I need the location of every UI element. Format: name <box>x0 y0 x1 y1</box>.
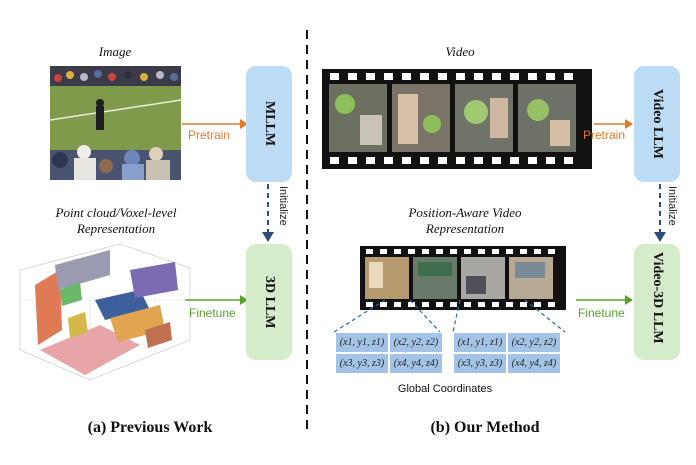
coord-cell: (x4, y4, z4) <box>390 354 442 373</box>
position-aware-film-strip <box>360 246 566 310</box>
video-3d-llm-label: Video-3D LLM <box>650 252 665 344</box>
coord-cell: (x4, y4, z4) <box>508 354 560 373</box>
video-llm-box: Video LLM <box>634 66 680 182</box>
right-finetune-label: Finetune <box>578 306 625 320</box>
video-title: Video <box>445 44 475 59</box>
llm-3d-label: 3D LLM <box>262 275 277 329</box>
pointcloud-title-line1: Point cloud/Voxel-level <box>55 205 177 220</box>
mllm-label: MLLM <box>262 101 277 147</box>
coord-cell: (x3, y3, z3) <box>336 354 388 373</box>
coord-cell: (x2, y2, z2) <box>508 333 560 352</box>
left-caption: (a) Previous Work <box>87 419 213 436</box>
left-finetune-label: Finetune <box>189 306 236 320</box>
right-caption: (b) Our Method <box>430 419 540 436</box>
pointcloud-title: Point cloud/Voxel-level Representation <box>28 205 204 237</box>
mllm-box: MLLM <box>246 66 292 182</box>
left-initialize-label: Initialize <box>277 186 289 226</box>
pointcloud-title-line2: Representation <box>76 221 156 236</box>
video-3d-llm-box: Video-3D LLM <box>634 244 680 360</box>
coord-cell: (x1, y1, z1) <box>336 333 388 352</box>
image-title: Image <box>98 44 132 59</box>
position-aware-title: Position-Aware Video Representation <box>380 205 550 237</box>
right-initialize-label: Initialize <box>666 186 678 226</box>
soccer-photo <box>49 66 182 180</box>
global-coordinates-label: Global Coordinates <box>397 383 493 395</box>
point-cloud-scene <box>19 243 191 381</box>
coord-cell: (x3, y3, z3) <box>454 354 506 373</box>
position-aware-title-line2: Representation <box>425 221 505 236</box>
coord-cell: (x1, y1, z1) <box>454 333 506 352</box>
right-pretrain-label: Pretrain <box>583 128 626 142</box>
video-llm-label: Video LLM <box>650 89 665 159</box>
left-pretrain-label: Pretrain <box>188 128 231 142</box>
coord-cell: (x2, y2, z2) <box>390 333 442 352</box>
video-film-strip <box>322 69 592 169</box>
position-aware-title-line1: Position-Aware Video <box>408 205 522 220</box>
llm-3d-box: 3D LLM <box>246 244 292 360</box>
